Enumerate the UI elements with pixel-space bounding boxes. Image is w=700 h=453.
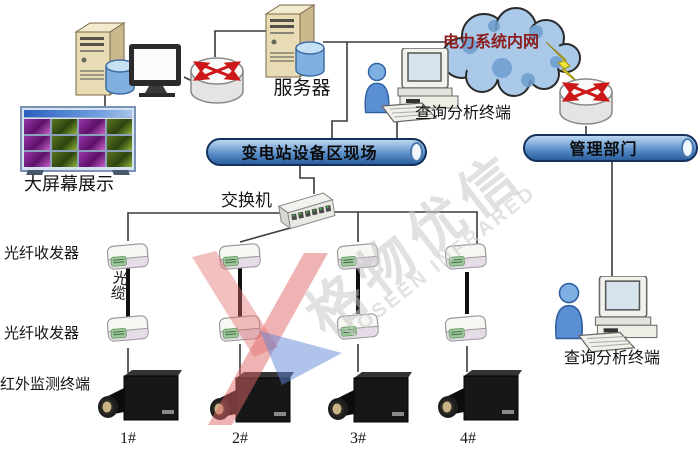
infrared-terminal-label: 红外监测终端 <box>0 377 91 393</box>
site-bus-label: 变电站设备区现场 <box>241 145 378 163</box>
switch-icon <box>277 191 337 231</box>
management-bus-label: 管理部门 <box>569 141 638 159</box>
big-screen-display <box>20 106 136 172</box>
fiber-transceiver-bottom-label: 光纤收发器 <box>4 326 80 342</box>
server-label: 服务器 <box>273 78 331 99</box>
management-bus-pipe: 管理部门 <box>523 134 698 162</box>
query-terminal-top-label: 查询分析终端 <box>414 105 511 122</box>
cloud-label: 电力系统内网 <box>442 34 539 51</box>
camera-label-2: 2# <box>232 430 248 447</box>
infrared-camera-icon-1 <box>97 369 182 421</box>
infrared-camera-icon-2 <box>209 371 294 423</box>
pipe-end-cap <box>410 142 423 162</box>
fiber-transceiver-icon <box>336 242 380 271</box>
query-terminal-bottom-label: 查询分析终端 <box>563 350 660 367</box>
query-terminal-computer-icon-bottom <box>578 276 658 353</box>
switch-label: 交换机 <box>221 191 272 210</box>
fiber-transceiver-icon <box>218 314 262 343</box>
infrared-camera-icon-4 <box>437 369 522 421</box>
router-icon-right <box>558 77 614 126</box>
camera-label-3: 3# <box>350 430 366 447</box>
fiber-transceiver-icon <box>218 242 262 271</box>
infrared-camera-icon-3 <box>327 371 412 423</box>
fiber-transceiver-icon <box>444 242 488 271</box>
optical-cable-label: 光缆 <box>107 268 129 301</box>
server-icon <box>265 4 325 78</box>
pipe-end-cap <box>681 138 694 158</box>
fiber-transceiver-icon <box>336 312 380 341</box>
fiber-transceiver-icon <box>106 314 150 343</box>
camera-label-1: 1# <box>120 430 136 447</box>
router-icon-left <box>189 56 245 105</box>
big-screen-titlebar <box>24 110 132 118</box>
site-bus-pipe: 变电站设备区现场 <box>206 138 427 166</box>
fiber-transceiver-icon <box>444 314 488 343</box>
big-screen-label: 大屏幕展示 <box>24 174 114 194</box>
fiber-transceiver-top-label: 光纤收发器 <box>4 246 80 262</box>
workstation-monitor-icon <box>129 44 181 97</box>
camera-label-4: 4# <box>460 430 476 447</box>
thermal-image-grid <box>24 119 132 167</box>
